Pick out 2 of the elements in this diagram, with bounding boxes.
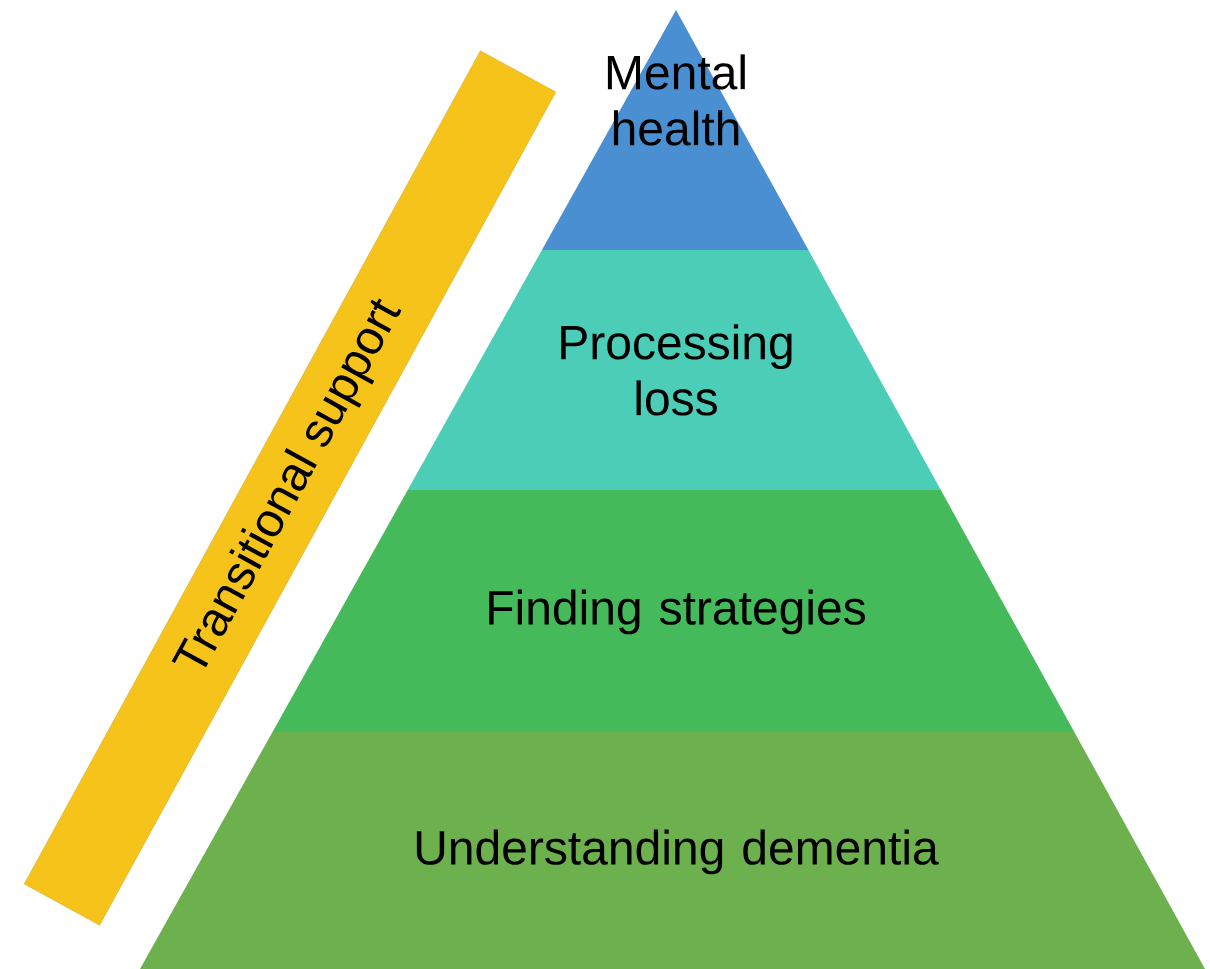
pyramid-level: Understanding dementia	[140, 732, 1205, 969]
pyramid-level: Processing loss	[407, 250, 941, 490]
